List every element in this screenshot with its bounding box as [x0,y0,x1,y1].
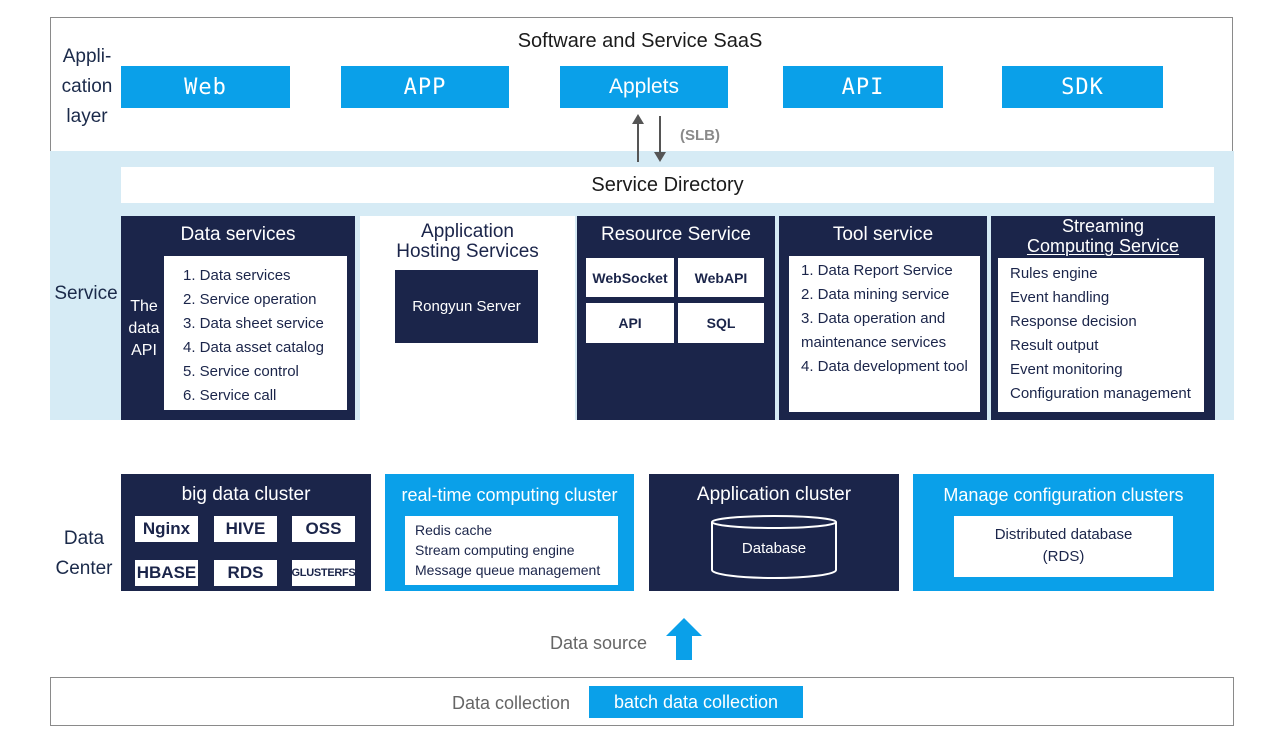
list-item[interactable]: 4. Data asset catalog [183,339,324,356]
list-item[interactable]: maintenance services [801,334,947,351]
big-data-cluster-title: big data cluster [181,484,311,505]
up-arrow-icon [666,618,702,660]
list-item[interactable]: 3. Data sheet service [183,315,324,332]
streaming-service-list: Rules engine Event handling Response dec… [998,258,1204,412]
application-layer-frame [50,17,1233,151]
api-button[interactable]: API [783,66,943,108]
list-item[interactable]: 1. Data services [183,267,291,284]
label-line: cation [61,76,113,97]
app-hosting-title-line: Application [421,221,514,242]
realtime-cluster-list: Redis cache Stream computing engine Mess… [405,516,618,585]
list-item[interactable]: 1. Data Report Service [801,262,953,279]
tool-service-title: Tool service [832,224,934,245]
data-services-list: 1. Data services 2. Service operation 3.… [164,256,347,410]
label-line: Appli- [62,46,112,67]
list-item[interactable]: Stream computing engine [415,542,575,558]
service-layer-label: Service [54,283,118,304]
list-item[interactable]: 2. Service operation [183,291,317,308]
label-line: layer [66,106,108,127]
app-button[interactable]: APP [341,66,509,108]
label-line: API [131,342,157,359]
data-collection-frame [50,677,1234,726]
tool-service-list: 1. Data Report Service 2. Data mining se… [789,256,980,412]
nginx-chip[interactable]: Nginx [135,516,198,542]
web-button[interactable]: Web [121,66,290,108]
list-item[interactable]: 3. Data operation and [801,310,946,327]
list-item[interactable]: 2. Data mining service [801,286,950,303]
application-layer-label: Appli- cation layer [52,42,122,132]
webapi-cell[interactable]: WebAPI [678,258,764,297]
streaming-title-line: Streaming [1061,216,1145,236]
saas-title: Software and Service SaaS [517,29,763,52]
config-clusters-title: Manage configuration clusters [943,485,1184,505]
rds-chip[interactable]: RDS [214,560,277,586]
list-item[interactable]: Event monitoring [1010,361,1123,378]
list-item[interactable]: Message queue management [415,562,601,578]
sdk-button[interactable]: SDK [1002,66,1163,108]
sql-cell[interactable]: SQL [678,303,764,343]
api-cell[interactable]: API [586,303,674,343]
slb-label: (SLB) [680,127,720,144]
applets-button[interactable]: Applets [560,66,728,108]
hive-chip[interactable]: HIVE [214,516,277,542]
box-line: Distributed database [994,526,1133,543]
label-line: data [128,320,160,337]
realtime-cluster-title: real-time computing cluster [401,485,618,505]
resource-service-title: Resource Service [601,224,751,245]
data-collection-label: Data collection [452,693,571,713]
list-item[interactable]: Event handling [1010,289,1110,306]
data-services-title: Data services [180,224,296,245]
distributed-database-box[interactable]: Distributed database (RDS) [954,516,1173,577]
list-item[interactable]: 5. Service control [183,363,299,380]
label-line: The [130,298,158,315]
app-hosting-title-line: Hosting Services [396,241,539,262]
list-item[interactable]: Rules engine [1010,265,1098,282]
batch-data-collection-button[interactable]: batch data collection [589,686,803,718]
websocket-cell[interactable]: WebSocket [586,258,674,297]
data-api-label: The data API [123,296,165,362]
service-directory[interactable]: Service Directory [121,167,1214,203]
slb-arrows-icon [632,114,666,162]
list-item[interactable]: Configuration management [1010,385,1191,402]
glusterfs-chip[interactable]: GLUSTERFS [292,560,356,586]
app-cluster-title: Application cluster [696,484,852,505]
list-item[interactable]: Redis cache [415,522,493,538]
label-line: Data [63,528,105,549]
hbase-chip[interactable]: HBASE [135,560,198,586]
streaming-title-line: Computing Service [1026,236,1180,256]
list-item[interactable]: Response decision [1010,313,1137,330]
rongyun-server[interactable]: Rongyun Server [395,270,538,343]
oss-chip[interactable]: OSS [292,516,355,542]
list-item[interactable]: 6. Service call [183,387,277,404]
database-label: Database [741,539,807,557]
label-line: Center [55,558,113,579]
list-item[interactable]: Result output [1010,337,1099,354]
data-center-label: Data Center [52,524,116,584]
database-icon [711,515,837,579]
list-item[interactable]: 4. Data development tool [801,358,968,375]
box-line: (RDS) [1042,548,1085,565]
data-source-label: Data source [550,633,648,653]
